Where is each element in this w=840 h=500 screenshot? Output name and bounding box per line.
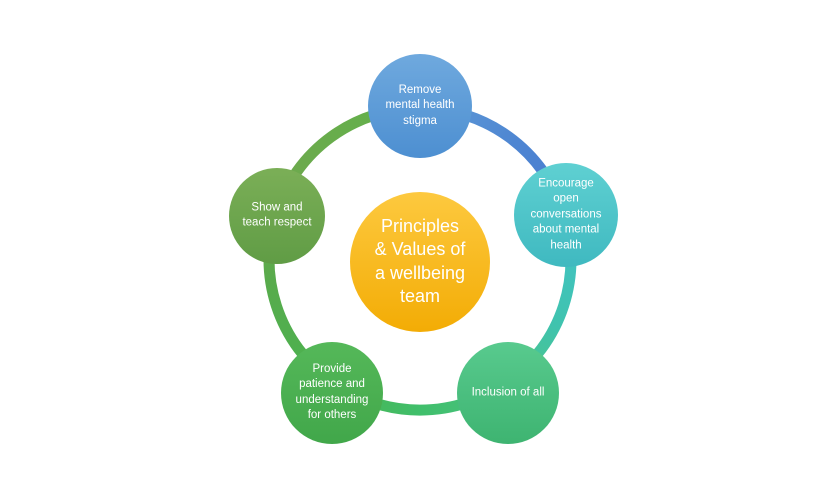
node-circle-open-conversations [514, 163, 618, 267]
node-circle-patience-understanding [281, 342, 383, 444]
node-circle-teach-respect [229, 168, 325, 264]
node-circle-remove-stigma [368, 54, 472, 158]
center-circle [350, 192, 490, 332]
node-circle-inclusion [457, 342, 559, 444]
